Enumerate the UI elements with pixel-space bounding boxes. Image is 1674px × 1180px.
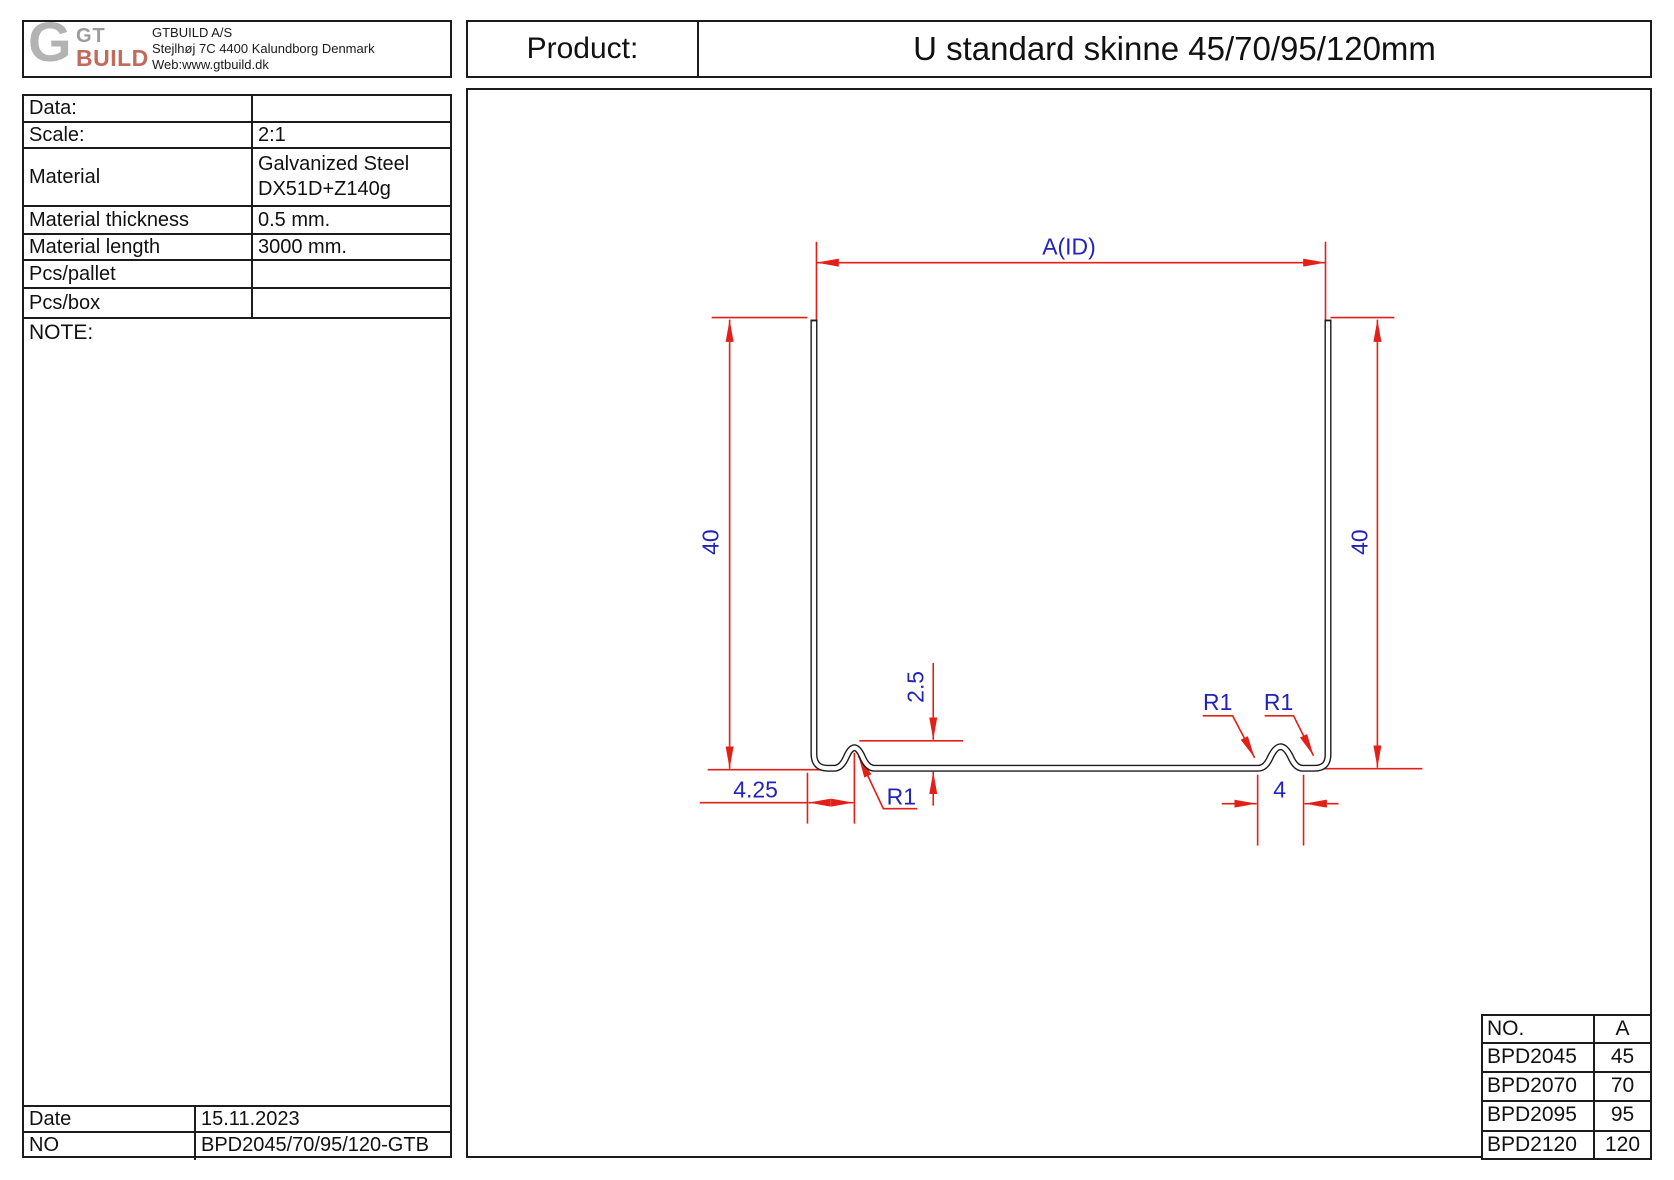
dim-label-rib-width: 4: [1273, 777, 1286, 803]
size-table: NO. A BPD2045 45 BPD2070 70 BPD2095 95 B…: [1481, 1014, 1652, 1160]
spec-row-pcs-pallet: Pcs/pallet: [24, 261, 450, 289]
size-no: BPD2120: [1483, 1132, 1595, 1158]
no-value: BPD2045/70/95/120-GTB: [201, 1134, 429, 1156]
date-label: Date: [24, 1107, 196, 1131]
company-name: GTBUILD A/S: [152, 25, 233, 40]
dim-inner-width: [815, 241, 1327, 326]
logo-gt-text: GT: [76, 25, 106, 47]
spec-label: Material: [24, 149, 253, 205]
no-label: NO: [24, 1133, 196, 1160]
u-profile-outline: [810, 319, 1332, 772]
size-no: BPD2095: [1483, 1102, 1595, 1130]
leader-r1-right-1: [1202, 715, 1256, 759]
size-table-header: NO. A: [1483, 1016, 1650, 1044]
spec-value: [253, 96, 450, 121]
spec-label: Pcs/box: [24, 289, 253, 317]
date-value: 15.11.2023: [201, 1108, 300, 1130]
logo-build-text: BUILD: [76, 45, 149, 71]
dim-leg-left: [707, 316, 824, 771]
spec-row-data: Data:: [24, 96, 450, 123]
leader-r1-left: [857, 755, 918, 810]
note-label: NOTE:: [29, 321, 94, 344]
product-label: Product:: [468, 22, 699, 76]
spec-row-material: Material Galvanized Steel DX51D+Z140g: [24, 149, 450, 207]
dim-label-rib-height: 2.5: [902, 671, 928, 703]
company-info: GTBUILD A/S Stejlhøj 7C 4400 Kalundborg …: [152, 25, 375, 73]
dim-leg-right: [1314, 316, 1423, 770]
size-table-row: BPD2120 120: [1483, 1132, 1650, 1158]
size-no: BPD2070: [1483, 1073, 1595, 1100]
dim-label-radius-right-2: R1: [1264, 689, 1293, 715]
spec-label: Material thickness: [24, 207, 253, 233]
spec-table: Data: Scale: 2:1 Material Galvanized Ste…: [22, 94, 452, 1160]
u-profile-drawing: A(ID) 40 40 2.5 4.25 R1 R1 R1 4: [698, 234, 1423, 846]
dimension-lines: [699, 241, 1423, 846]
size-a: 70: [1610, 1074, 1635, 1097]
size-a: 120: [1604, 1133, 1641, 1156]
size-table-row: BPD2045 45: [1483, 1044, 1650, 1073]
gtbuild-logo-icon: G: [28, 10, 72, 73]
dim-label-radius-right-1: R1: [1203, 689, 1232, 715]
product-title: U standard skinne 45/70/95/120mm: [913, 30, 1436, 67]
size-header-a: A: [1615, 1017, 1630, 1040]
spec-row-thickness: Material thickness 0.5 mm.: [24, 207, 450, 235]
date-row: Date 15.11.2023: [24, 1107, 450, 1133]
product-title-bar: Product: U standard skinne 45/70/95/120m…: [466, 20, 1652, 78]
spec-row-pcs-box: Pcs/box: [24, 289, 450, 319]
spec-row-length: Material length 3000 mm.: [24, 235, 450, 261]
leader-r1-right-2: [1264, 715, 1315, 757]
spec-value: Galvanized Steel DX51D+Z140g: [258, 153, 410, 200]
dim-rib-height: [859, 662, 964, 806]
spec-label: Pcs/pallet: [24, 261, 253, 287]
dim-label-inner-width: A(ID): [1042, 234, 1096, 260]
spec-value: 3000 mm.: [258, 235, 347, 258]
drawing-panel: A(ID) 40 40 2.5 4.25 R1 R1 R1 4 NO. A BP…: [466, 88, 1652, 1160]
dim-label-radius-left: R1: [887, 784, 916, 810]
size-no: BPD2045: [1483, 1044, 1595, 1071]
company-web: Web:www.gtbuild.dk: [152, 57, 269, 72]
spec-label: Scale:: [24, 123, 253, 147]
spec-value: [253, 261, 450, 287]
spec-value: [253, 289, 450, 317]
spec-row-scale: Scale: 2:1: [24, 123, 450, 149]
dim-rib-offset: [699, 752, 856, 824]
spec-value: 0.5 mm.: [258, 208, 331, 231]
dim-label-rib-offset: 4.25: [733, 777, 778, 803]
company-address: Stejlhøj 7C 4400 Kalundborg Denmark: [152, 41, 375, 56]
dim-label-leg-right: 40: [1346, 529, 1372, 555]
size-header-no: NO.: [1483, 1016, 1595, 1042]
size-a: 95: [1610, 1103, 1635, 1126]
size-table-row: BPD2070 70: [1483, 1073, 1650, 1102]
logo-box: G GT BUILD GTBUILD A/S Stejlhøj 7C 4400 …: [22, 14, 452, 78]
spec-label: Data:: [24, 96, 253, 121]
no-row: NO BPD2045/70/95/120-GTB: [24, 1133, 450, 1160]
dim-label-leg-left: 40: [698, 529, 724, 555]
note-area: NOTE:: [24, 319, 450, 1107]
size-table-row: BPD2095 95: [1483, 1102, 1650, 1132]
dim-rib-width: [1221, 774, 1339, 846]
spec-value: 2:1: [258, 123, 286, 146]
spec-label: Material length: [24, 235, 253, 259]
size-a: 45: [1610, 1045, 1635, 1068]
